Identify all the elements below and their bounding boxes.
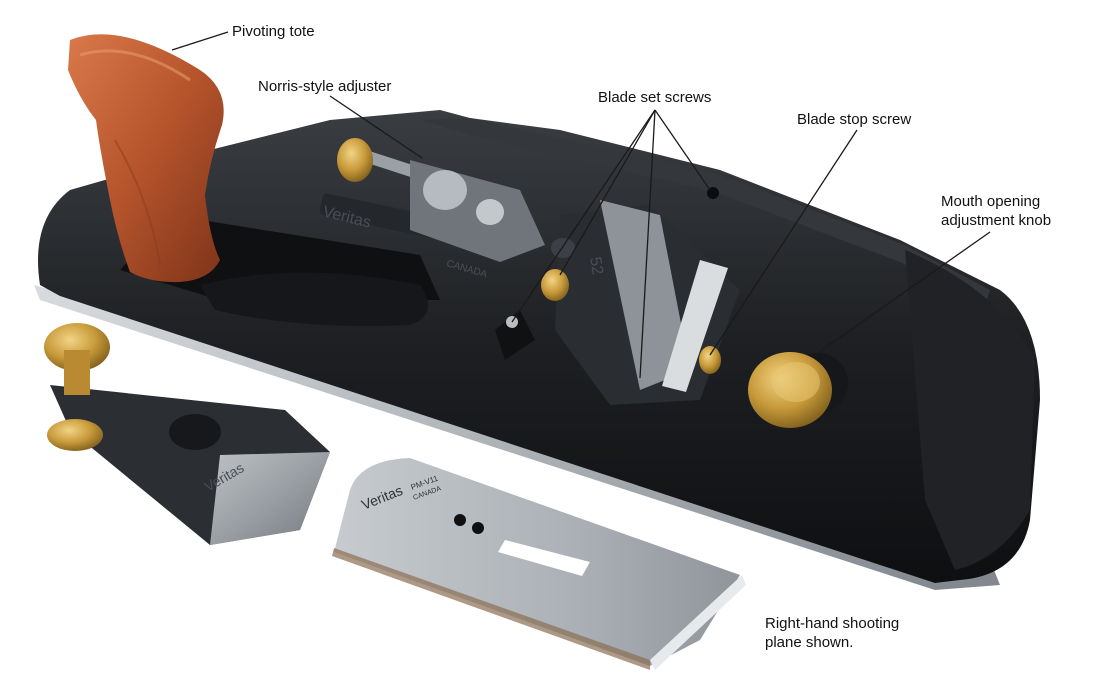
leader-mouth	[814, 231, 991, 356]
callout-mouth-adjust-knob: Mouth opening adjustment knob	[941, 192, 1051, 230]
callout-mouth-line2: adjustment knob	[941, 212, 1052, 229]
leader-setscrew-d	[654, 109, 711, 191]
mouth-adjust-knob	[748, 352, 848, 428]
leader-stop	[709, 129, 858, 356]
blade-cap	[44, 323, 330, 545]
plane-body	[34, 110, 1040, 590]
leader-setscrew-c	[639, 109, 656, 379]
leader-setscrew-a	[559, 109, 656, 276]
plane-blade	[332, 458, 746, 670]
callout-mouth-line1: Mouth opening	[941, 193, 1041, 210]
tote-handle	[68, 34, 224, 283]
callout-pivoting-tote: Pivoting tote	[232, 23, 315, 40]
callout-norris-adjuster: Norris-style adjuster	[258, 78, 392, 95]
leader-norris	[329, 95, 423, 159]
blade-stop-screw	[699, 346, 721, 374]
callout-blade-set-screws: Blade set screws	[598, 89, 712, 106]
callout-blade-stop-screw: Blade stop screw	[797, 111, 912, 128]
blade-set-screws	[495, 187, 719, 360]
caption: Right-hand shooting plane shown.	[765, 614, 899, 652]
body-number: 52	[586, 256, 606, 277]
leader-tote	[171, 31, 229, 51]
leader-lines	[171, 31, 991, 379]
leader-setscrew-b	[511, 109, 656, 323]
caption-line2: plane shown.	[765, 634, 854, 651]
norris-adjuster	[337, 138, 545, 262]
caption-line1: Right-hand shooting	[765, 615, 900, 632]
